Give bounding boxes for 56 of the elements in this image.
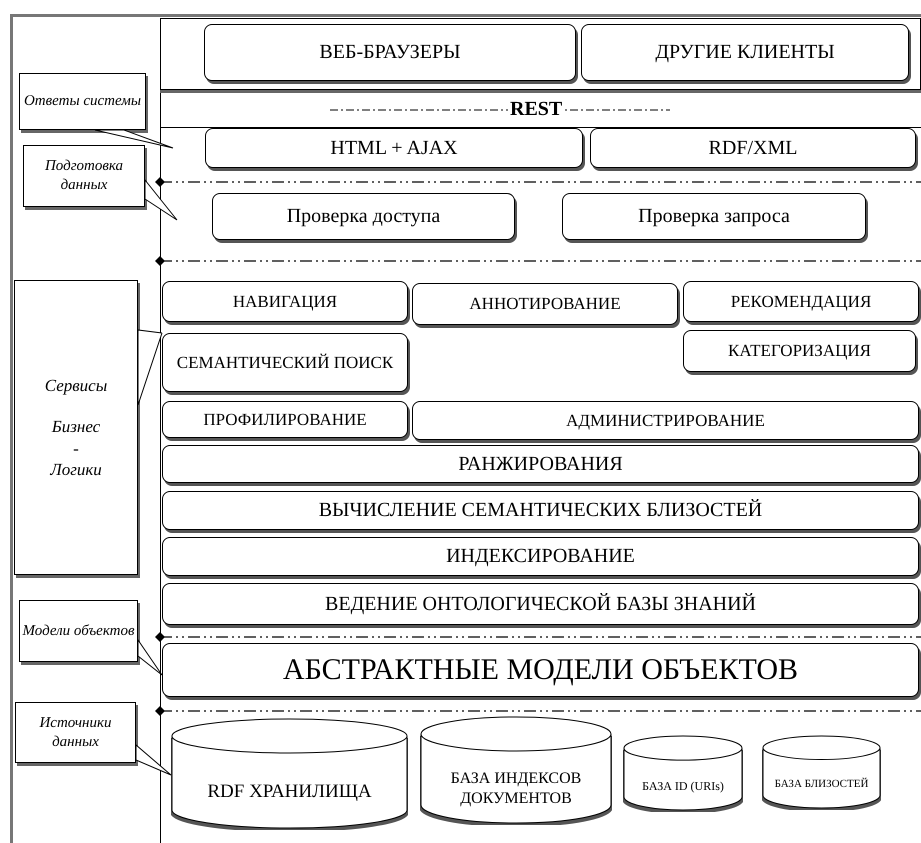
service-box xyxy=(162,445,919,483)
service-box xyxy=(562,193,866,240)
callout-text: Сервисы xyxy=(44,375,108,396)
callout-pointer xyxy=(94,130,174,148)
database-cylinder xyxy=(420,716,612,825)
box-label: БАЗА ID (URIs) xyxy=(642,779,724,794)
service-box xyxy=(204,24,576,81)
service-box xyxy=(683,281,919,322)
box-label: ВЫЧИСЛЕНИЕ СЕМАНТИЧЕСКИХ БЛИЗОСТЕЙ xyxy=(318,498,762,523)
callout-box xyxy=(15,702,136,763)
box-label: РАНЖИРОВАНИЯ xyxy=(458,452,623,476)
callout-pointer xyxy=(136,744,172,776)
service-box xyxy=(162,281,408,322)
database-cylinder xyxy=(623,735,743,812)
service-box xyxy=(162,537,919,576)
service-box xyxy=(590,128,916,168)
box-label: ПРОФИЛИРОВАНИЕ xyxy=(203,408,367,430)
callout-pointer xyxy=(138,329,162,406)
client-layer-box xyxy=(160,18,921,90)
box-label: ВЕДЕНИЕ ОНТОЛОГИЧЕСКОЙ БАЗЫ ЗНАНИЙ xyxy=(325,592,756,616)
box-label: RDF ХРАНИЛИЩА xyxy=(207,780,372,804)
box-label: РЕКОМЕНДАЦИЯ xyxy=(730,290,872,312)
service-box xyxy=(412,401,919,440)
service-box xyxy=(162,401,408,438)
box-label: КАТЕГОРИЗАЦИЯ xyxy=(728,340,871,362)
box-label: ДРУГИЕ КЛИЕНТЫ xyxy=(655,40,835,65)
box-label: АБСТРАКТНЫЕ МОДЕЛИ ОБЪЕКТОВ xyxy=(282,652,798,688)
callout-pointer xyxy=(144,178,178,220)
box-label: БАЗА ИНДЕКСОВ ДОКУМЕНТОВ xyxy=(450,768,582,808)
service-box xyxy=(212,193,515,240)
callout-box xyxy=(19,600,138,662)
callout-text: Подготовка данных xyxy=(44,157,124,195)
box-label: НАВИГАЦИЯ xyxy=(232,290,338,312)
box-label: ВЕБ-БРАУЗЕРЫ xyxy=(319,40,461,65)
database-cylinder xyxy=(171,718,408,830)
callout-pointer xyxy=(138,638,162,676)
service-box xyxy=(683,330,916,372)
service-box xyxy=(205,128,583,168)
box-label: HTML + AJAX xyxy=(330,136,458,160)
database-cylinder xyxy=(762,735,881,810)
box-label: RDF/XML xyxy=(708,136,798,160)
service-box xyxy=(412,283,678,325)
callout-text: Источники данных xyxy=(38,714,113,752)
callout-text: Модели объектов xyxy=(22,622,134,640)
service-box xyxy=(162,583,919,625)
service-box xyxy=(581,24,909,81)
box-label: Проверка запроса xyxy=(638,204,790,229)
box-label: АННОТИРОВАНИЕ xyxy=(469,293,621,315)
service-box xyxy=(162,491,919,530)
box-label: Проверка доступа xyxy=(286,204,440,229)
callout-text: Ответы системы xyxy=(24,92,142,111)
box-label: ИНДЕКСИРОВАНИЕ xyxy=(446,544,635,569)
box-label: АДМИНИСТРИРОВАНИЕ xyxy=(566,410,765,432)
box-label: СЕМАНТИЧЕСКИЙ ПОИСК xyxy=(176,352,394,374)
box-label: БАЗА БЛИЗОСТЕЙ xyxy=(774,778,868,792)
callout-text: Бизнес - Логики xyxy=(48,416,103,480)
